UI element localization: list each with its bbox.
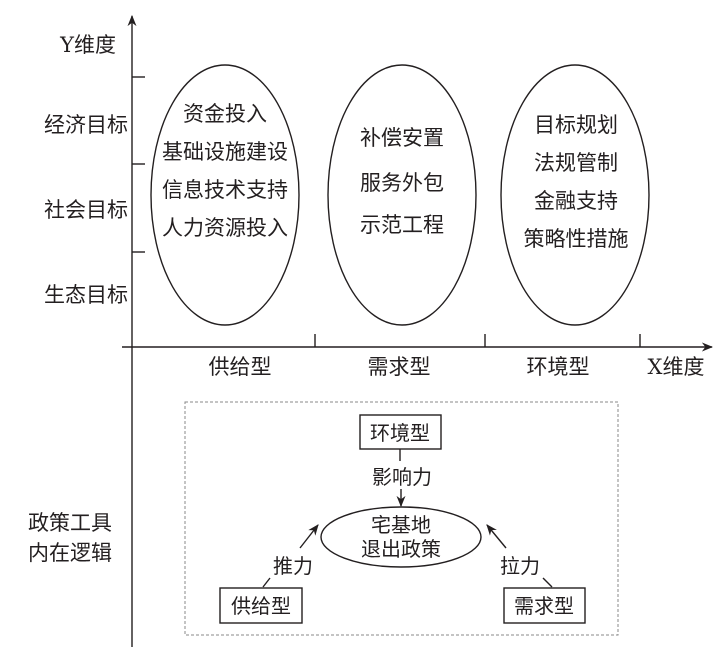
- logic-label-line2: 内在逻辑: [28, 541, 112, 565]
- cluster-item: 法规管制: [534, 151, 618, 175]
- supply-box: [219, 587, 303, 624]
- arrow-up-right: [299, 524, 319, 549]
- cluster-item: 金融支持: [534, 189, 618, 213]
- cluster-item: 基础设施建设: [162, 140, 288, 164]
- center-ellipse: [320, 506, 482, 568]
- supply-cluster-items: 资金投入 基础设施建设 信息技术支持 人力资源投入: [162, 102, 288, 240]
- x-category-label: 环境型: [527, 355, 590, 379]
- y-level-label: 经济目标: [44, 113, 128, 137]
- logic-label-line1: 政策工具: [28, 511, 112, 535]
- cluster-item: 目标规划: [534, 113, 618, 137]
- arrow-up-left: [486, 524, 507, 549]
- y-level-label: 社会目标: [44, 198, 128, 222]
- connector-line: [262, 577, 271, 588]
- center-label-line1: 宅基地: [371, 513, 431, 537]
- cluster-item: 补偿安置: [360, 126, 444, 150]
- cluster-item: 信息技术支持: [162, 178, 288, 202]
- x-category-label: 需求型: [368, 355, 431, 379]
- demand-box-label: 需求型: [514, 594, 574, 618]
- x-axis-title: X维度: [648, 355, 705, 379]
- x-category-label: 供给型: [209, 355, 272, 379]
- connector-line: [542, 577, 553, 588]
- environment-cluster-ellipse: [500, 64, 650, 326]
- logic-dashed-frame: [184, 401, 619, 636]
- cluster-item: 人力资源投入: [162, 216, 288, 240]
- cluster-item: 策略性措施: [524, 227, 629, 251]
- y-level-label: 生态目标: [44, 283, 128, 307]
- cluster-item: 服务外包: [360, 171, 444, 195]
- pull-force-label: 拉力: [500, 554, 540, 578]
- environment-box-label: 环境型: [370, 421, 430, 445]
- supply-cluster-ellipse: [150, 64, 300, 326]
- y-axis-title: Y维度: [59, 33, 116, 57]
- push-force-label: 推力: [273, 554, 313, 578]
- supply-box-label: 供给型: [231, 594, 291, 618]
- environment-cluster-items: 目标规划 法规管制 金融支持 策略性措施: [524, 113, 629, 251]
- center-label-line2: 退出政策: [361, 537, 441, 561]
- influence-force-label: 影响力: [372, 465, 432, 489]
- demand-box: [503, 587, 586, 624]
- cluster-item: 资金投入: [183, 102, 267, 126]
- cluster-item: 示范工程: [360, 213, 444, 237]
- demand-cluster-ellipse: [327, 64, 477, 326]
- demand-cluster-items: 补偿安置 服务外包 示范工程: [360, 126, 444, 237]
